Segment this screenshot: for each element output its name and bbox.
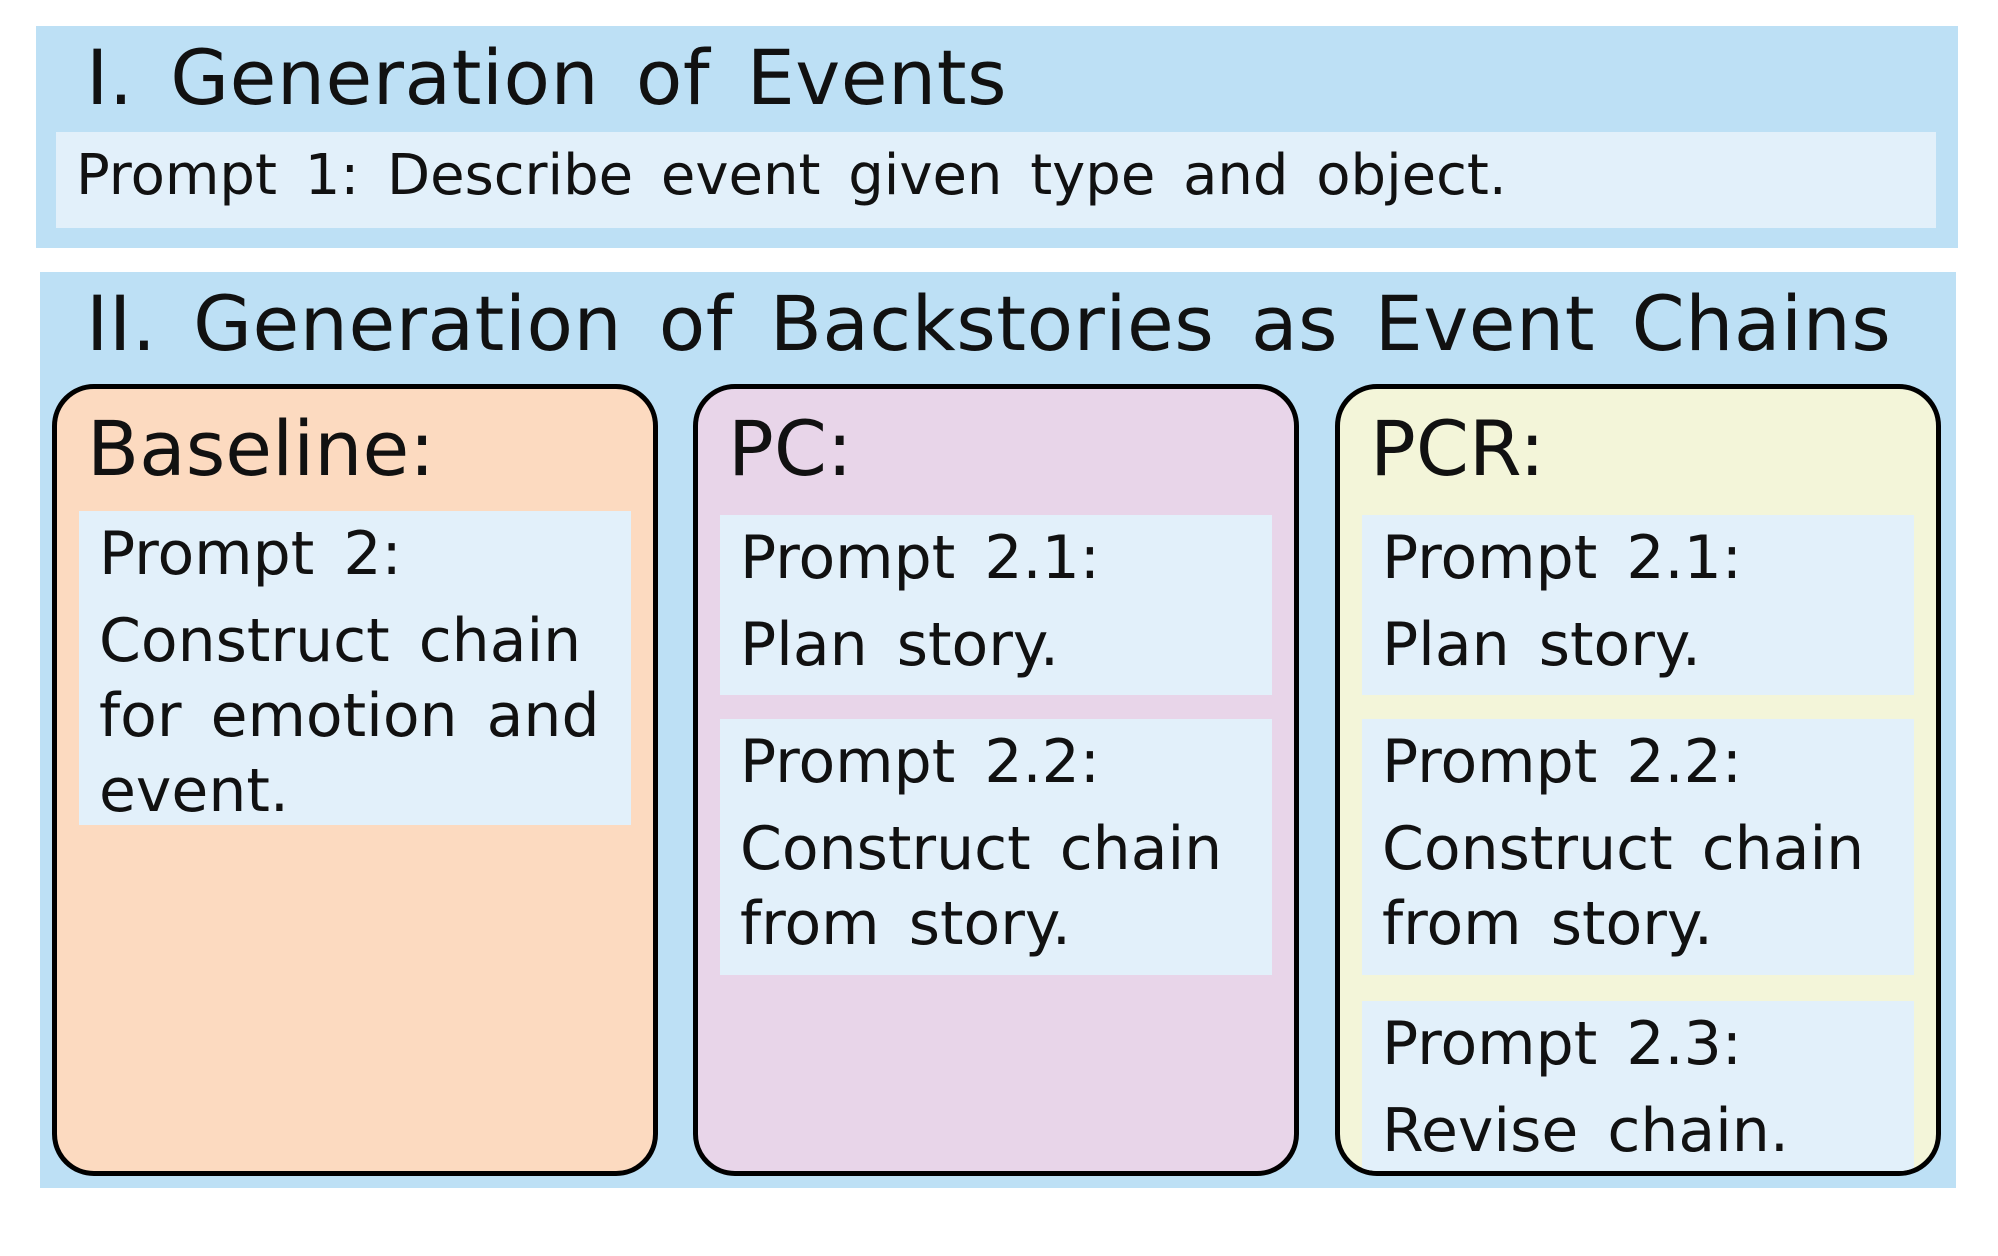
card-text: Construct chain from story. — [1382, 814, 1865, 959]
section-generation-of-backstories: II. Generation of Backstories as Event C… — [40, 272, 1956, 1188]
panel-pc: PC: Prompt 2.1: Plan story. Prompt 2.2: … — [693, 384, 1299, 1176]
pcr-prompt-2-1-card: Prompt 2.1: Plan story. — [1362, 515, 1914, 695]
card-text: Construct chain for emotion and event. — [99, 606, 600, 826]
card-label: Prompt 2.1: — [1382, 523, 1742, 593]
section-2-title: II. Generation of Backstories as Event C… — [86, 279, 1892, 368]
panel-pcr: PCR: Prompt 2.1: Plan story. Prompt 2.2:… — [1335, 384, 1941, 1176]
section-1-title: I. Generation of Events — [86, 33, 1008, 122]
section-generation-of-events: I. Generation of Events Prompt 1: Descri… — [36, 26, 1958, 248]
baseline-prompt-2-card: Prompt 2: Construct chain for emotion an… — [79, 511, 631, 826]
panel-pc-title: PC: — [728, 404, 853, 493]
pcr-prompt-2-3-card: Prompt 2.3: Revise chain. — [1362, 1001, 1914, 1171]
card-label: Prompt 2.2: — [1382, 727, 1742, 797]
panel-baseline-title: Baseline: — [87, 404, 435, 493]
prompt-1-text: Prompt 1: Describe event given type and … — [76, 143, 1507, 208]
pc-prompt-2-2-card: Prompt 2.2: Construct chain from story. — [720, 719, 1272, 975]
card-label: Prompt 2.2: — [740, 727, 1100, 797]
card-text: Revise chain. — [1382, 1096, 1789, 1166]
card-text: Construct chain from story. — [740, 814, 1223, 959]
panel-pcr-title: PCR: — [1370, 404, 1545, 493]
card-text: Plan story. — [740, 610, 1059, 680]
card-text: Plan story. — [1382, 610, 1701, 680]
card-label: Prompt 2.1: — [740, 523, 1100, 593]
prompt-1-box: Prompt 1: Describe event given type and … — [56, 132, 1936, 228]
pc-prompt-2-1-card: Prompt 2.1: Plan story. — [720, 515, 1272, 695]
card-label: Prompt 2: — [99, 519, 402, 589]
pcr-prompt-2-2-card: Prompt 2.2: Construct chain from story. — [1362, 719, 1914, 975]
card-label: Prompt 2.3: — [1382, 1009, 1742, 1079]
panel-baseline: Baseline: Prompt 2: Construct chain for … — [52, 384, 658, 1176]
